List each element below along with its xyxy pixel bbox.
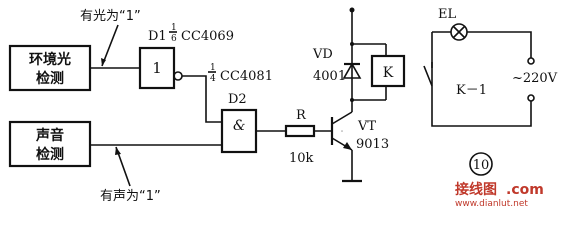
node-top-icon — [350, 42, 354, 46]
transistor-label: VT — [357, 119, 376, 134]
ambient-light-label-2: 检测 — [36, 70, 64, 87]
diode-label: VD — [312, 47, 333, 62]
sound-block — [8, 120, 92, 168]
light-annotation: 有光为“1” — [80, 9, 141, 24]
node-bottom-icon — [350, 98, 354, 102]
supply-node-icon — [349, 7, 355, 13]
diode-part: 4001 — [313, 69, 346, 84]
relay-coil — [370, 54, 406, 88]
d2-fraction-num: 1 — [210, 63, 216, 73]
resistor-value: 10k — [289, 151, 314, 166]
circuit-diagram: 环境光 检测 声音 检测 有光为“1” 1 D1 1 6 CC4069 1 4 … — [8, 7, 558, 209]
sound-arrowhead-icon — [115, 147, 121, 155]
d1-part: CC4069 — [181, 29, 234, 44]
d2-part: CC4081 — [220, 69, 273, 84]
lamp-label: EL — [438, 7, 456, 22]
transistor-part: 9013 — [356, 137, 389, 152]
lamp-cross-2 — [452, 25, 466, 39]
ambient-light-label-1: 环境光 — [29, 51, 71, 68]
watermark-site: .com — [506, 182, 544, 198]
wire-bottom-loop — [431, 101, 532, 127]
transistor-collector — [331, 111, 353, 125]
watermark-url: www.dianlut.net — [455, 199, 528, 209]
figure-number-circle — [469, 152, 493, 176]
inverter-bubble-icon — [173, 71, 183, 81]
light-arrowhead-icon — [101, 58, 106, 66]
inverter-symbol: 1 — [152, 59, 162, 77]
sound-label-1: 声音 — [35, 127, 64, 144]
relay-label: K — [383, 65, 394, 81]
figure-number: 10 — [473, 158, 490, 173]
sound-label-2: 检测 — [36, 146, 64, 163]
and-symbol: & — [233, 118, 245, 134]
wire-inverter-out — [182, 75, 222, 123]
resistor-r — [284, 124, 316, 138]
d1-label: D1 — [148, 29, 167, 44]
emitter-arrow-icon — [343, 142, 352, 150]
diode-icon — [342, 62, 362, 79]
sound-annotation: 有声为“1” — [100, 189, 161, 204]
terminal-bottom-icon — [527, 94, 535, 102]
d1-fraction-num: 1 — [171, 23, 177, 33]
wire-lamp-right — [467, 31, 532, 58]
inverter-d1 — [138, 46, 176, 90]
terminal-top-icon — [527, 57, 535, 65]
d1-fraction-den: 6 — [171, 34, 177, 44]
schematic: 环境光 检测 声音 检测 有光为“1” 1 D1 1 6 CC4069 1 4 … — [8, 7, 558, 209]
switch-k1-blade — [423, 65, 433, 87]
resistor-label: R — [296, 108, 307, 123]
watermark-brand: 接线图 — [455, 181, 497, 198]
switch-label: K－1 — [456, 83, 487, 98]
d2-fraction-den: 4 — [210, 74, 216, 84]
mains-label: ~220V — [512, 71, 558, 86]
light-annotation-arrow — [101, 24, 119, 67]
d2-label: D2 — [228, 92, 247, 107]
